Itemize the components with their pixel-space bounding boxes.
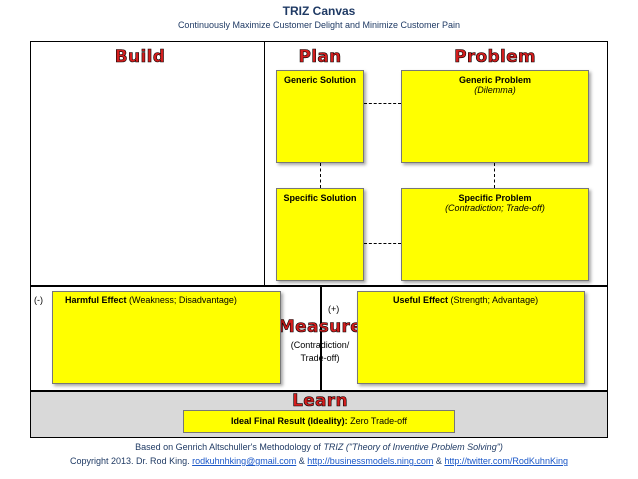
minus-marker: (-)	[34, 295, 43, 305]
problem-heading: Problem	[454, 47, 536, 68]
specific-solution-box[interactable]: Specific Solution	[276, 188, 364, 281]
build-heading: Build	[114, 47, 166, 68]
methodology-credit-text: Based on Genrich Altschuller's Methodolo…	[135, 442, 324, 452]
measure-heading: Measure	[277, 317, 363, 338]
useful-effect-label: Useful Effect (Strength; Advantage)	[393, 295, 584, 305]
generic-solution-box[interactable]: Generic Solution	[276, 70, 364, 163]
harmful-effect-label: Harmful Effect (Weakness; Disadvantage)	[65, 295, 280, 305]
learn-heading: Learn	[292, 391, 348, 412]
useful-effect-box[interactable]: Useful Effect (Strength; Advantage)	[357, 291, 585, 384]
ideal-final-result-title: Ideal Final Result (Ideality):	[231, 416, 348, 426]
measure-divider	[320, 287, 322, 391]
ideal-final-result-box[interactable]: Ideal Final Result (Ideality): Zero Trad…	[183, 410, 455, 433]
generic-connector	[364, 103, 401, 104]
specific-problem-label: Specific Problem	[458, 193, 532, 203]
copyright-line: Copyright 2013. Dr. Rod King. rodkuhnhki…	[0, 456, 638, 466]
specific-connector	[364, 243, 401, 244]
build-plan-divider	[264, 41, 265, 285]
plus-marker: (+)	[328, 304, 340, 314]
twitter-link[interactable]: http://twitter.com/RodKuhnKing	[444, 456, 568, 466]
ning-link[interactable]: http://businessmodels.ning.com	[307, 456, 434, 466]
specific-solution-label: Specific Solution	[283, 193, 357, 203]
ampersand-2: &	[433, 456, 445, 466]
generic-problem-sublabel: (Dilemma)	[474, 85, 516, 95]
contradiction-text: (Contradiction/ Trade-off)	[272, 339, 368, 365]
copyright-text: Copyright 2013. Dr. Rod King.	[70, 456, 193, 466]
specific-problem-box[interactable]: Specific Problem (Contradiction; Trade-o…	[401, 188, 589, 281]
contradiction-line2: Trade-off)	[300, 353, 340, 363]
specific-problem-sublabel: (Contradiction; Trade-off)	[445, 203, 545, 213]
harmful-effect-detail: (Weakness; Disadvantage)	[126, 295, 237, 305]
useful-effect-title: Useful Effect	[393, 295, 449, 305]
canvas-title: TRIZ Canvas	[282, 4, 356, 18]
generic-problem-box[interactable]: Generic Problem (Dilemma)	[401, 70, 589, 163]
contradiction-line1: (Contradiction/	[290, 340, 350, 350]
useful-effect-detail: (Strength; Advantage)	[448, 295, 539, 305]
generic-solution-label: Generic Solution	[283, 75, 356, 85]
upper-lower-divider	[30, 285, 608, 287]
email-link[interactable]: rodkuhnhking@gmail.com	[192, 456, 297, 466]
ideal-final-result-detail: Zero Trade-off	[347, 416, 407, 426]
canvas-frame	[30, 41, 608, 438]
harmful-effect-box[interactable]: Harmful Effect (Weakness; Disadvantage)	[52, 291, 281, 384]
plan-heading: Plan	[298, 47, 342, 68]
harmful-effect-title: Harmful Effect	[65, 295, 127, 305]
canvas-subtitle: Continuously Maximize Customer Delight a…	[177, 20, 461, 30]
plan-vertical-connector	[320, 163, 321, 188]
problem-vertical-connector	[494, 163, 495, 188]
ampersand-1: &	[296, 456, 308, 466]
triz-name: TRIZ ("Theory of Inventive Problem Solvi…	[323, 442, 503, 452]
methodology-credit: Based on Genrich Altschuller's Methodolo…	[0, 442, 638, 452]
generic-problem-label: Generic Problem	[458, 75, 532, 85]
measure-learn-divider	[30, 390, 608, 392]
